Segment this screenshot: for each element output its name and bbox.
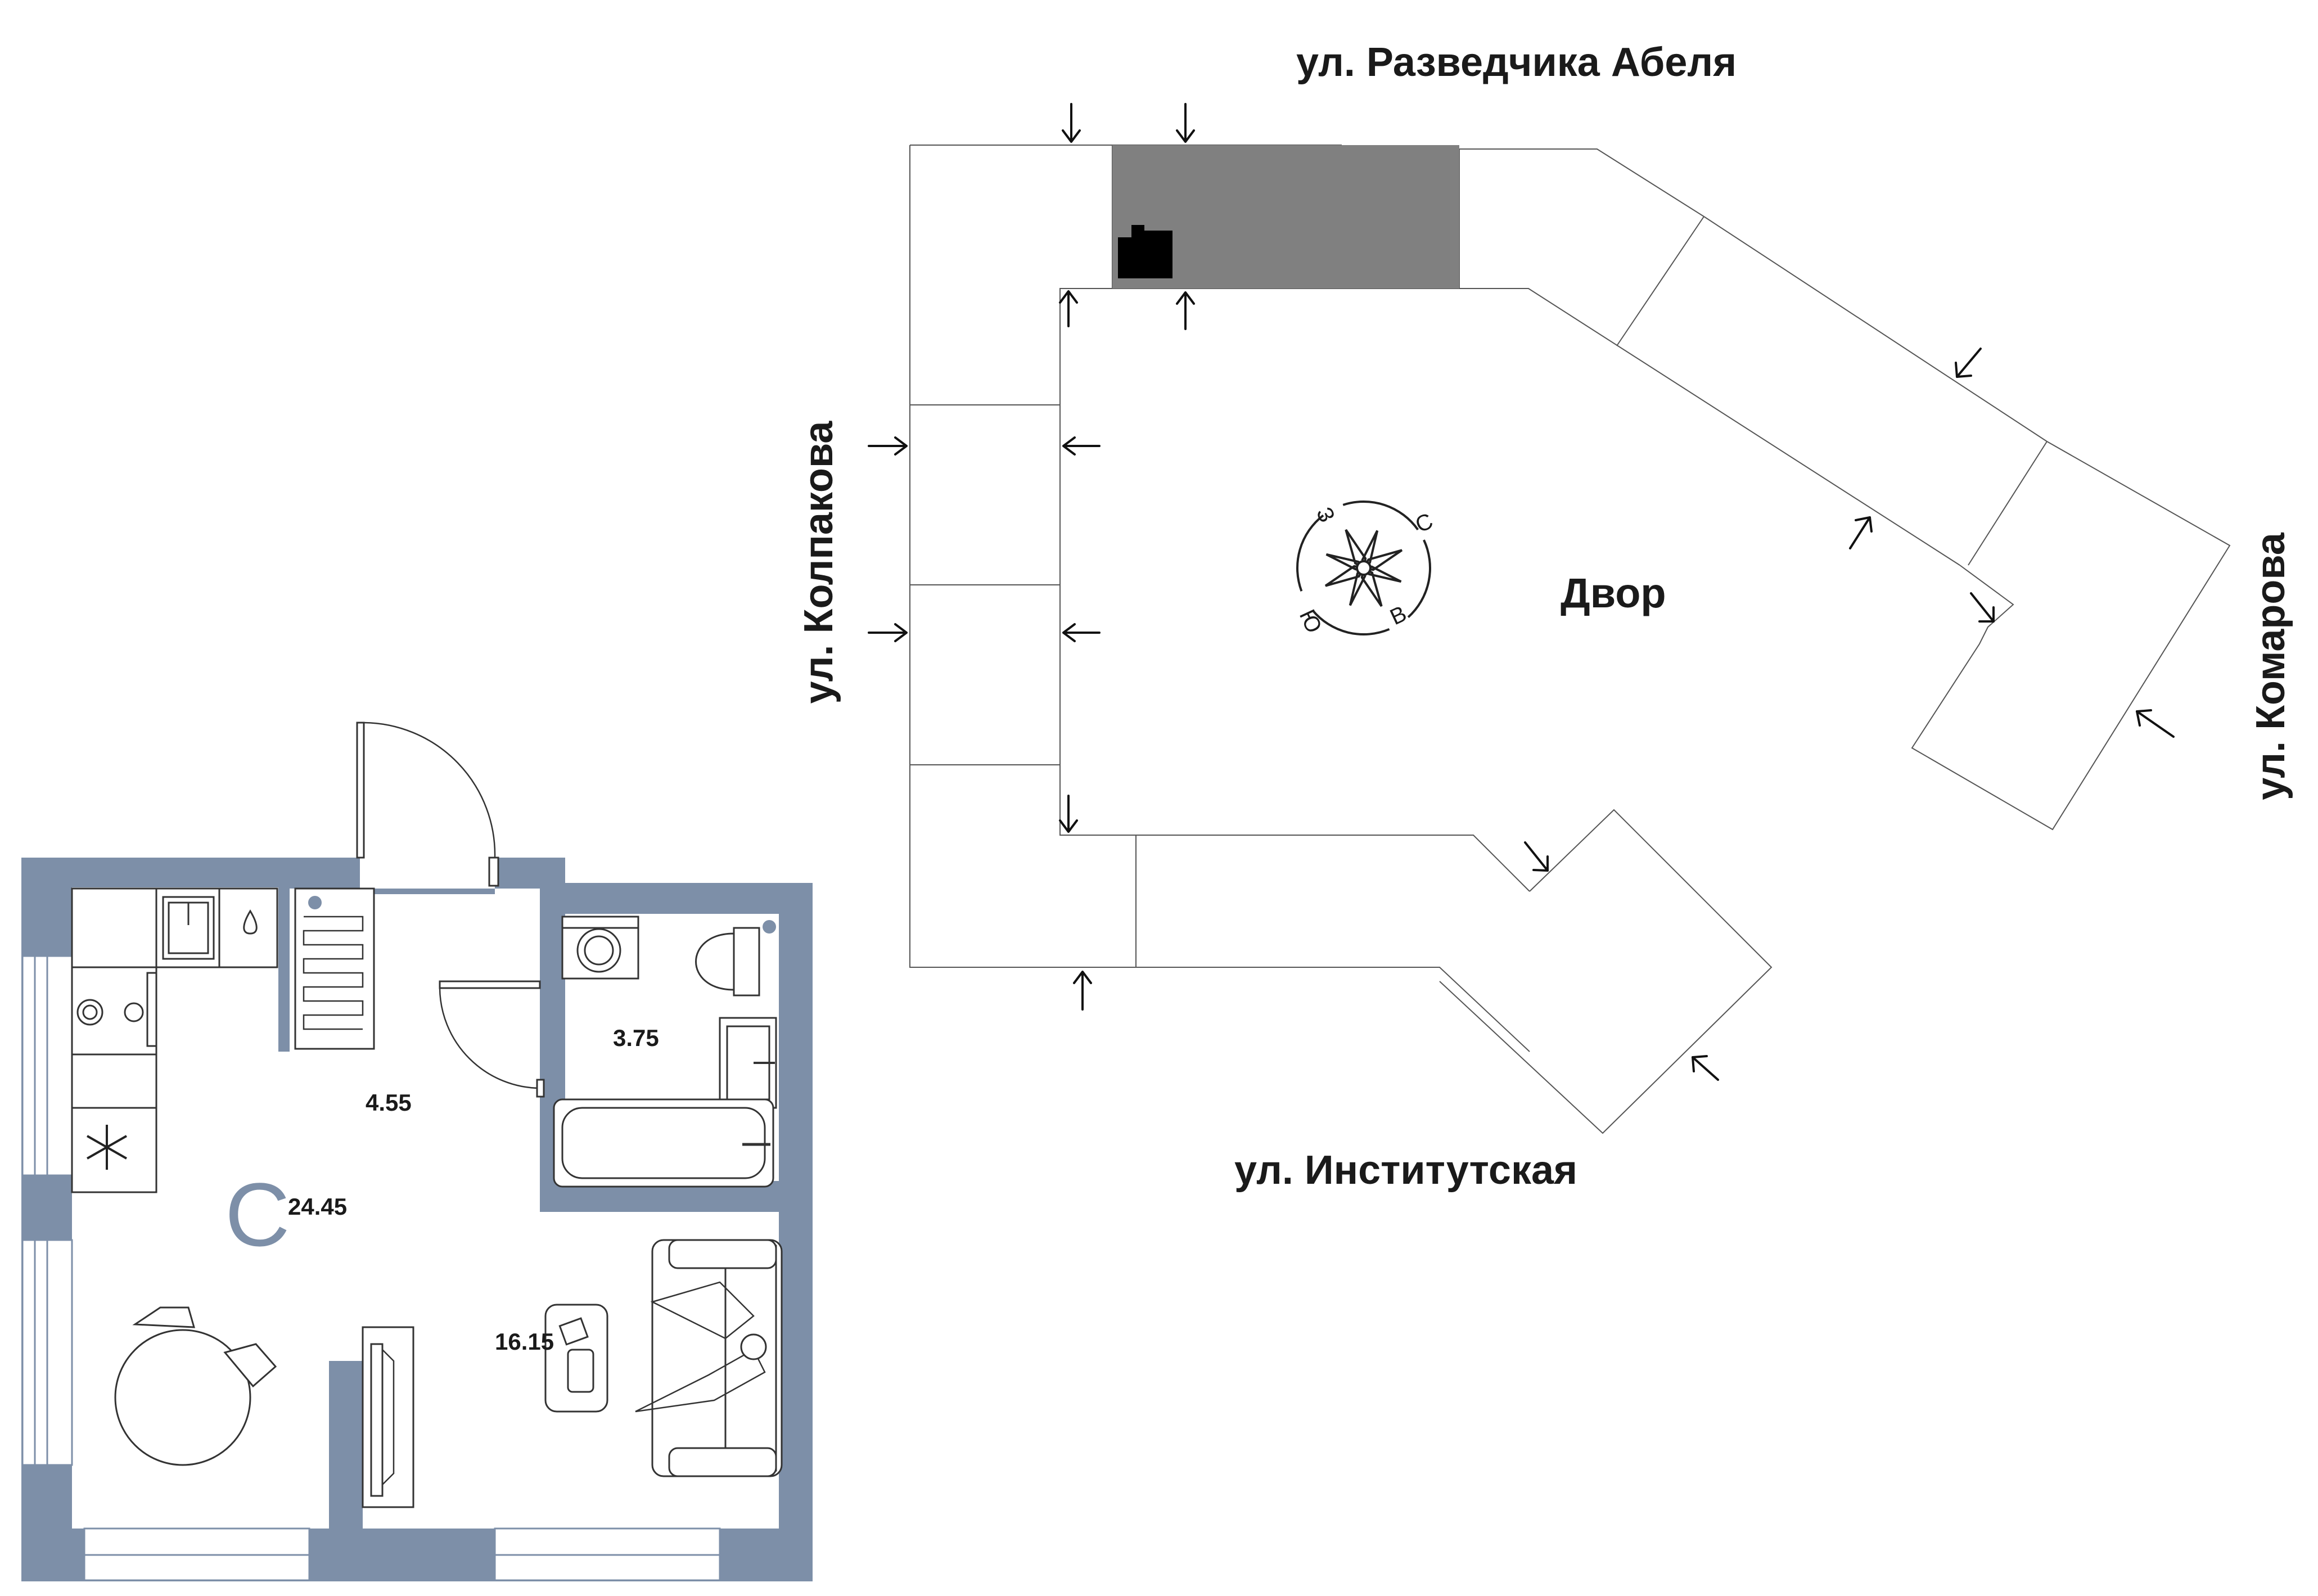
partition-wall xyxy=(540,889,565,981)
washing-machine-icon xyxy=(561,916,639,980)
street-label-west: ул. Колпакова xyxy=(796,421,841,704)
entrance-arrow xyxy=(1176,103,1195,143)
site-plan: С В Ю З Двор ул. Разведчика Абеля ул. Ин… xyxy=(796,40,2293,1193)
stove-icon xyxy=(76,972,157,1047)
sofa-icon xyxy=(635,1239,783,1477)
hall-area-label: 4.55 xyxy=(366,1089,412,1116)
apartment-plan: С 24.45 4.55 3.75 16.15 xyxy=(21,722,813,1581)
street-label-south: ул. Институтская xyxy=(1234,1148,1577,1193)
street-label-east: ул. Комарова xyxy=(2248,532,2293,800)
entrance-arrow xyxy=(868,623,908,642)
bathroom-sink-icon xyxy=(719,1017,777,1109)
entrance-arrow xyxy=(1955,348,1982,378)
entrance-arrows xyxy=(868,103,2175,1081)
radiator-icon xyxy=(294,887,375,1050)
street-label-north: ул. Разведчика Абеля xyxy=(1296,40,1737,85)
compass-rose-icon xyxy=(1296,501,1431,635)
tv-unit-icon xyxy=(362,1326,414,1508)
entrance-arrow xyxy=(1692,1055,1719,1081)
entrance-arrow xyxy=(2136,709,2175,738)
apartment-type-label: С xyxy=(225,1164,290,1265)
entrance-arrow xyxy=(1849,516,1873,549)
entrance-arrow xyxy=(1524,841,1549,872)
entry-door xyxy=(356,722,499,887)
compass-west-label: З xyxy=(1311,503,1340,526)
windows xyxy=(21,955,721,1581)
coffee-table-icon xyxy=(544,1304,608,1413)
building-outline xyxy=(909,145,2231,1134)
entrance-arrow xyxy=(1062,436,1101,456)
entrance-arrow xyxy=(1059,290,1078,327)
entrance-arrow xyxy=(1062,103,1081,143)
water-drop-icon xyxy=(243,909,258,935)
sink-icon xyxy=(162,896,215,960)
bathroom-area-label: 3.75 xyxy=(613,1025,659,1051)
partition-wall xyxy=(329,1361,363,1529)
compass-east-label: В xyxy=(1386,601,1410,630)
entrance-arrow xyxy=(868,436,908,456)
compass-north-label: С xyxy=(1411,508,1437,538)
toilet-icon xyxy=(695,920,776,997)
kitchen-counter xyxy=(71,887,278,1193)
entrance-arrow xyxy=(1062,623,1101,642)
dining-table-icon xyxy=(114,1306,277,1466)
entrance-arrow xyxy=(1073,971,1092,1011)
entrance-arrow xyxy=(1176,291,1195,330)
entrance-arrow xyxy=(1970,592,1995,623)
fridge-snowflake-icon xyxy=(87,1125,127,1170)
living-area-label: 16.15 xyxy=(495,1328,554,1355)
apartment-marker-icon xyxy=(1118,225,1172,278)
partition-wall xyxy=(278,889,290,1052)
total-area-label: 24.45 xyxy=(288,1193,347,1220)
courtyard-label: Двор xyxy=(1561,570,1666,616)
entrance-arrow xyxy=(1059,795,1078,833)
compass-south-label: Ю xyxy=(1295,606,1327,637)
bathtub-icon xyxy=(553,1098,774,1188)
bathroom-door xyxy=(439,980,545,1098)
